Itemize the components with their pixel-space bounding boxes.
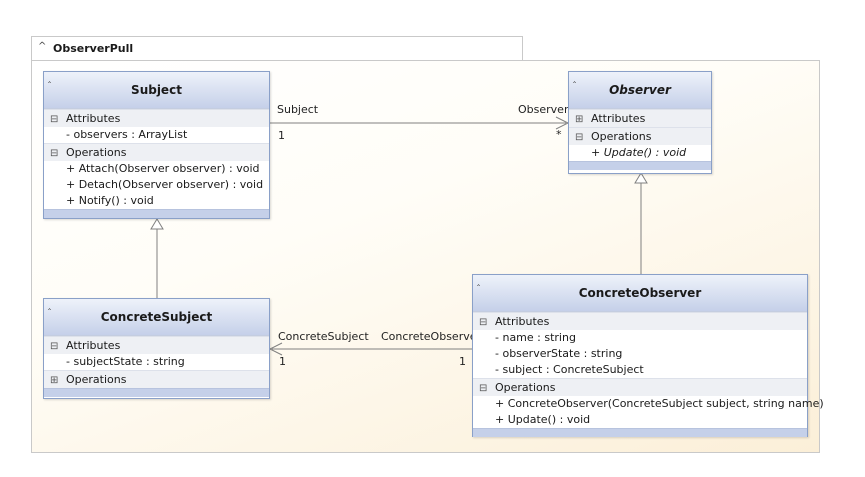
class-footer xyxy=(473,428,807,437)
section-title: Attributes xyxy=(66,339,121,352)
role-label-subject: Subject xyxy=(277,103,319,116)
attributes-section-header[interactable]: ⊞ Attributes xyxy=(569,109,711,127)
class-subject[interactable]: ‸ Subject ⊟ Attributes - observers : Arra… xyxy=(43,71,270,219)
section-title: Attributes xyxy=(66,112,121,125)
class-name: ConcreteObserver xyxy=(578,286,702,300)
collapse-box-icon[interactable]: ⊟ xyxy=(50,114,59,125)
section-title: Attributes xyxy=(495,315,550,328)
operations-section-header[interactable]: ⊟ Operations xyxy=(44,143,269,161)
collapse-box-icon[interactable]: ⊟ xyxy=(50,341,59,352)
attribute-item[interactable]: - subjectState : string xyxy=(44,354,269,370)
attribute-item[interactable]: - name : string xyxy=(473,330,807,346)
attributes-section-header[interactable]: ⊟ Attributes xyxy=(473,312,807,330)
operations-section-header[interactable]: ⊞ Operations xyxy=(44,370,269,388)
attribute-item[interactable]: - observers : ArrayList xyxy=(44,127,269,143)
collapse-box-icon[interactable]: ⊟ xyxy=(575,132,584,143)
class-header[interactable]: ‸ ConcreteObserver xyxy=(473,275,807,312)
class-observer[interactable]: ‸ Observer ⊞ Attributes ⊟ Operations + Upd… xyxy=(568,71,712,174)
operation-item[interactable]: + Detach(Observer observer) : void xyxy=(44,177,269,193)
class-footer xyxy=(44,209,269,218)
chevron-up-icon[interactable]: ‸ xyxy=(48,74,52,84)
class-header[interactable]: ‸ Subject xyxy=(44,72,269,109)
chevron-up-icon[interactable]: ‸ xyxy=(477,277,481,287)
operations-section-header[interactable]: ⊟ Operations xyxy=(569,127,711,145)
operation-item[interactable]: + Update() : void xyxy=(569,145,711,161)
multiplicity-concreteobserver: 1 xyxy=(459,355,466,368)
role-label-concretesubject: ConcreteSubject xyxy=(278,330,369,343)
role-label-concreteobserver: ConcreteObserver xyxy=(381,330,482,343)
collapse-box-icon[interactable]: ⊟ xyxy=(479,383,488,394)
collapse-box-icon[interactable]: ⊟ xyxy=(50,148,59,159)
operation-item[interactable]: + ConcreteObserver(ConcreteSubject subje… xyxy=(473,396,824,412)
operation-item[interactable]: + Attach(Observer observer) : void xyxy=(44,161,269,177)
expand-box-icon[interactable]: ⊞ xyxy=(50,375,59,386)
multiplicity-observer: * xyxy=(556,128,562,141)
role-label-observer: Observer xyxy=(518,103,569,116)
operations-section-header[interactable]: ⊟ Operations xyxy=(473,378,807,396)
generalization-concretesubject-triangle xyxy=(150,218,164,230)
association-concreteobserver-subject-arrowhead xyxy=(268,342,283,356)
attribute-item[interactable]: - subject : ConcreteSubject xyxy=(473,362,807,378)
package-title: ObserverPull xyxy=(53,42,134,55)
class-concrete-observer[interactable]: ‸ ConcreteObserver ⊟ Attributes - name : … xyxy=(472,274,824,437)
expand-box-icon[interactable]: ⊞ xyxy=(575,114,584,125)
chevron-up-icon[interactable]: ‸ xyxy=(573,74,577,84)
section-title: Operations xyxy=(495,381,556,394)
operation-item[interactable]: + Notify() : void xyxy=(44,193,269,209)
package-tab[interactable]: ^ ObserverPull xyxy=(31,36,523,60)
collapse-box-icon[interactable]: ⊟ xyxy=(479,317,488,328)
section-title: Attributes xyxy=(591,112,646,125)
chevron-up-icon[interactable]: ^ xyxy=(38,41,47,52)
section-title: Operations xyxy=(66,146,127,159)
section-title: Operations xyxy=(66,373,127,386)
class-name: Subject xyxy=(131,83,182,97)
class-name: Observer xyxy=(609,83,671,97)
class-header[interactable]: ‸ Observer xyxy=(569,72,711,109)
attribute-item[interactable]: - observerState : string xyxy=(473,346,807,362)
class-name: ConcreteSubject xyxy=(100,310,213,324)
multiplicity-concretesubject: 1 xyxy=(279,355,286,368)
section-title: Operations xyxy=(591,130,652,143)
operation-item[interactable]: + Update() : void xyxy=(473,412,807,428)
class-concrete-subject[interactable]: ‸ ConcreteSubject ⊟ Attributes - subjectS… xyxy=(43,298,270,399)
chevron-up-icon[interactable]: ‸ xyxy=(48,301,52,311)
multiplicity-subject: 1 xyxy=(278,129,285,142)
attributes-section-header[interactable]: ⊟ Attributes xyxy=(44,109,269,127)
attributes-section-header[interactable]: ⊟ Attributes xyxy=(44,336,269,354)
generalization-concreteobserver-triangle xyxy=(634,172,648,184)
class-header[interactable]: ‸ ConcreteSubject xyxy=(44,299,269,336)
class-footer xyxy=(44,388,269,397)
class-footer xyxy=(569,161,711,170)
